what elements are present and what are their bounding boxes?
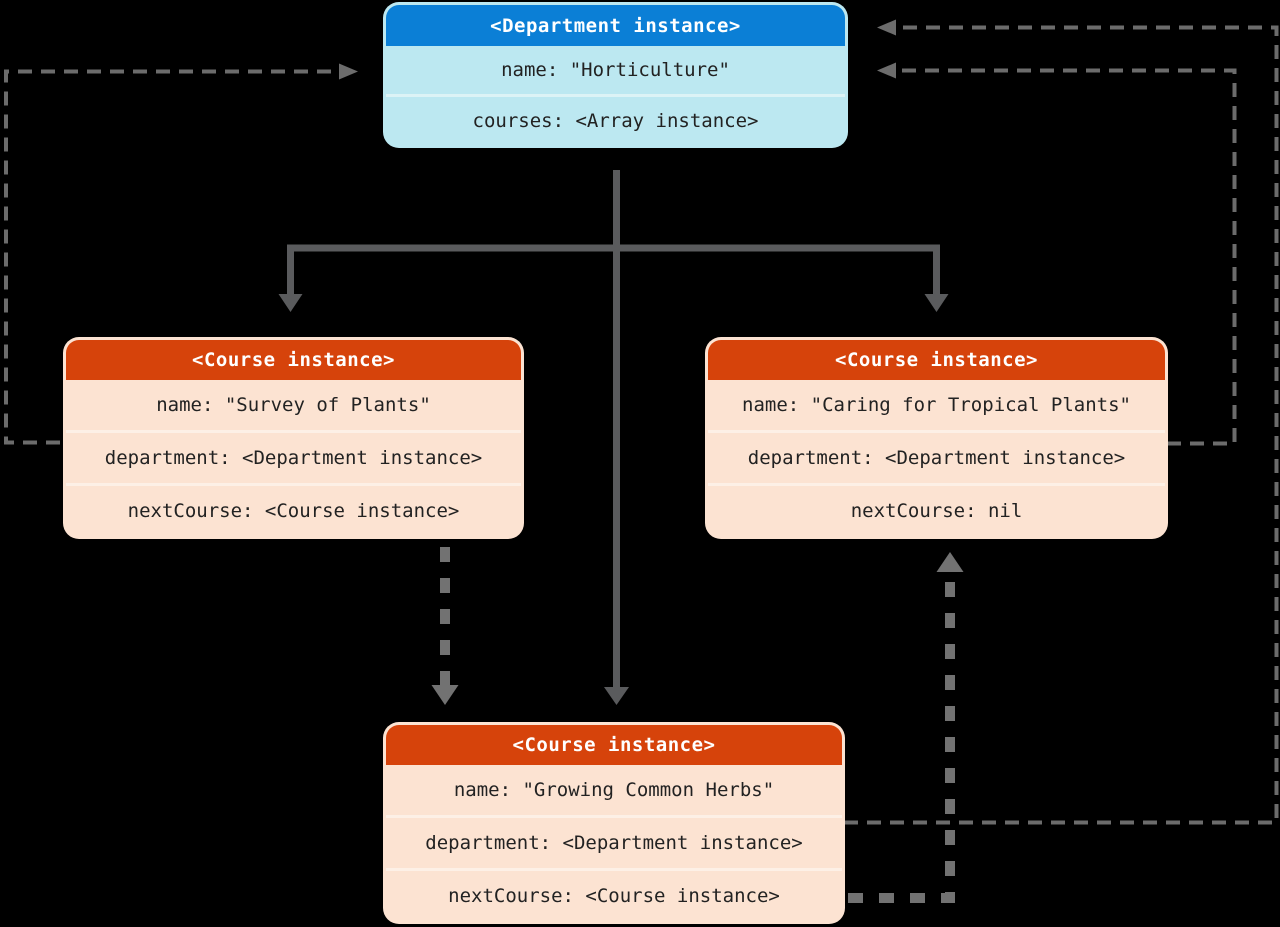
department-box-title: <Department instance> [386,5,845,46]
course-survey-of-plants-box: <Course instance> name: "Survey of Plant… [63,337,524,539]
edge-herbs-nextcourse-ref-arrowhead [936,552,964,572]
edge-courses-to-herbs-arrowhead [604,687,629,705]
course-tropical-nextcourse-field: nextCourse: nil [708,483,1165,536]
edge-courses-to-survey-arrowhead [278,294,303,312]
edge-courses-branch-line [287,244,940,296]
edge-herbs-department-ref-arrowhead [877,19,896,36]
course-tropical-box-title: <Course instance> [708,340,1165,380]
course-common-herbs-box: <Course instance> name: "Growing Common … [383,722,845,924]
department-name-field: name: "Horticulture" [501,59,730,81]
course-survey-nextcourse-field: nextCourse: <Course instance> [66,483,521,536]
course-survey-department-field: department: <Department instance> [66,430,521,483]
course-survey-box-title: <Course instance> [66,340,521,380]
edge-survey-department-ref-arrowhead [339,63,358,80]
edge-tropical-department-ref-arrowhead [877,62,896,79]
course-herbs-name-field: name: "Growing Common Herbs" [453,779,775,801]
course-herbs-department-field: department: <Department instance> [386,815,842,868]
department-courses-field: courses: <Array instance> [386,94,845,145]
course-survey-name-field: name: "Survey of Plants" [156,394,431,416]
edge-survey-nextcourse-ref-arrowhead [431,685,459,705]
course-tropical-department-field: department: <Department instance> [708,430,1165,483]
course-tropical-name-field: name: "Caring for Tropical Plants" [742,394,1131,416]
edge-herbs-nextcourse-ref-line [848,573,955,903]
course-herbs-nextcourse-field: nextCourse: <Course instance> [386,868,842,921]
department-instance-box: <Department instance> name: "Horticultur… [383,2,848,148]
course-herbs-box-title: <Course instance> [386,725,842,765]
course-tropical-plants-box: <Course instance> name: "Caring for Trop… [705,337,1168,539]
edge-courses-to-tropical-arrowhead [924,294,949,312]
